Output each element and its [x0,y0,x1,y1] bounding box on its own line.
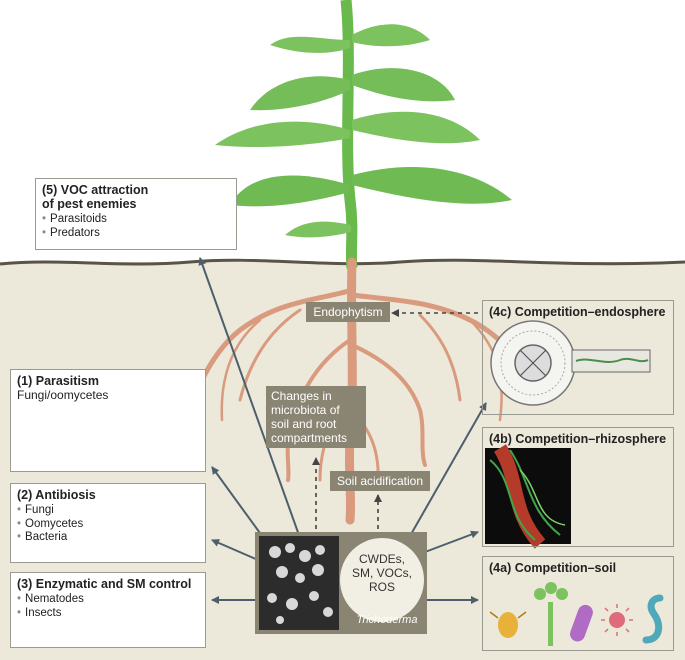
dashed-arrows [312,309,478,537]
antibiosis-box: (2) Antibiosis Fungi Oomycetes Bacteria [10,483,206,563]
soil-nematode-icon [642,594,664,644]
voc-attraction-box: (5) VOC attraction of pest enemies Paras… [35,178,237,250]
microbiota-label: Changes in microbiota of soil and root c… [266,386,366,448]
endosphere-box-title: (4c) Competition–endosphere [489,305,666,319]
list-item: Nematodes [17,593,199,607]
parasitism-box: (1) Parasitism Fungi/oomycetes [10,369,206,472]
list-item: Parasitoids [42,213,230,227]
mechanism-line: ROS [368,580,395,594]
voc-box-title-line2: of pest enemies [42,197,137,211]
microbiota-label-line: Changes in [271,389,332,403]
enzymatic-box: (3) Enzymatic and SM control Nematodes I… [10,572,206,648]
competition-rhizosphere-box: (4b) Competition–rhizosphere [482,427,674,547]
trichoderma-caption: Trichoderma [356,614,418,626]
arrow-to-voc [198,257,301,539]
plant-shoot [215,0,512,269]
list-item: Oomycetes [17,518,199,532]
list-item: Bacteria [17,531,199,545]
microbiota-label-line: compartments [271,431,348,445]
competition-soil-box: (4a) Competition–soil [482,556,674,651]
enzymatic-box-list: Nematodes Insects [17,593,199,620]
soil-box-title: (4a) Competition–soil [489,561,617,575]
soil-bacterium-icon [570,604,593,642]
list-item: Fungi [17,504,199,518]
antibiosis-box-title: (2) Antibiosis [17,488,96,502]
soil-fungus-icon [534,582,568,646]
soil-acidification-label: Soil acidification [330,471,430,491]
list-item: Insects [17,607,199,621]
arrow-to-parasitism [211,466,266,541]
voc-box-list: Parasitoids Predators [42,213,230,240]
competition-endosphere-box: (4c) Competition–endosphere [482,300,674,415]
antibiosis-box-list: Fungi Oomycetes Bacteria [17,504,199,545]
arrow-to-endosphere [409,402,487,537]
mechanism-line: SM, VOCs, [351,566,412,580]
influence-arrows [198,257,487,604]
virus-icon [601,604,633,636]
soil-surface-line [0,258,685,266]
microbiota-label-line: soil and root [271,417,337,431]
mite-icon [489,611,527,638]
endophytism-label: Endophytism [306,302,390,322]
mechanism-line: CWDEs, [359,552,405,566]
microbiota-label-line: microbiota of [271,403,340,417]
mechanisms-circle: CWDEs, SM, VOCs, ROS [340,538,424,622]
arrow-to-rhizosphere [424,530,479,553]
voc-box-title-line1: (5) VOC attraction [42,183,149,197]
spore-clusters [267,543,333,624]
parasitism-box-title: (1) Parasitism [17,374,99,388]
enzymatic-box-title: (3) Enzymatic and SM control [17,577,192,591]
parasitism-box-subtitle: Fungi/oomycetes [17,388,109,402]
list-item: Predators [42,227,230,241]
rhizosphere-box-title: (4b) Competition–rhizosphere [489,432,667,446]
arrow-to-antibiosis [211,539,259,561]
